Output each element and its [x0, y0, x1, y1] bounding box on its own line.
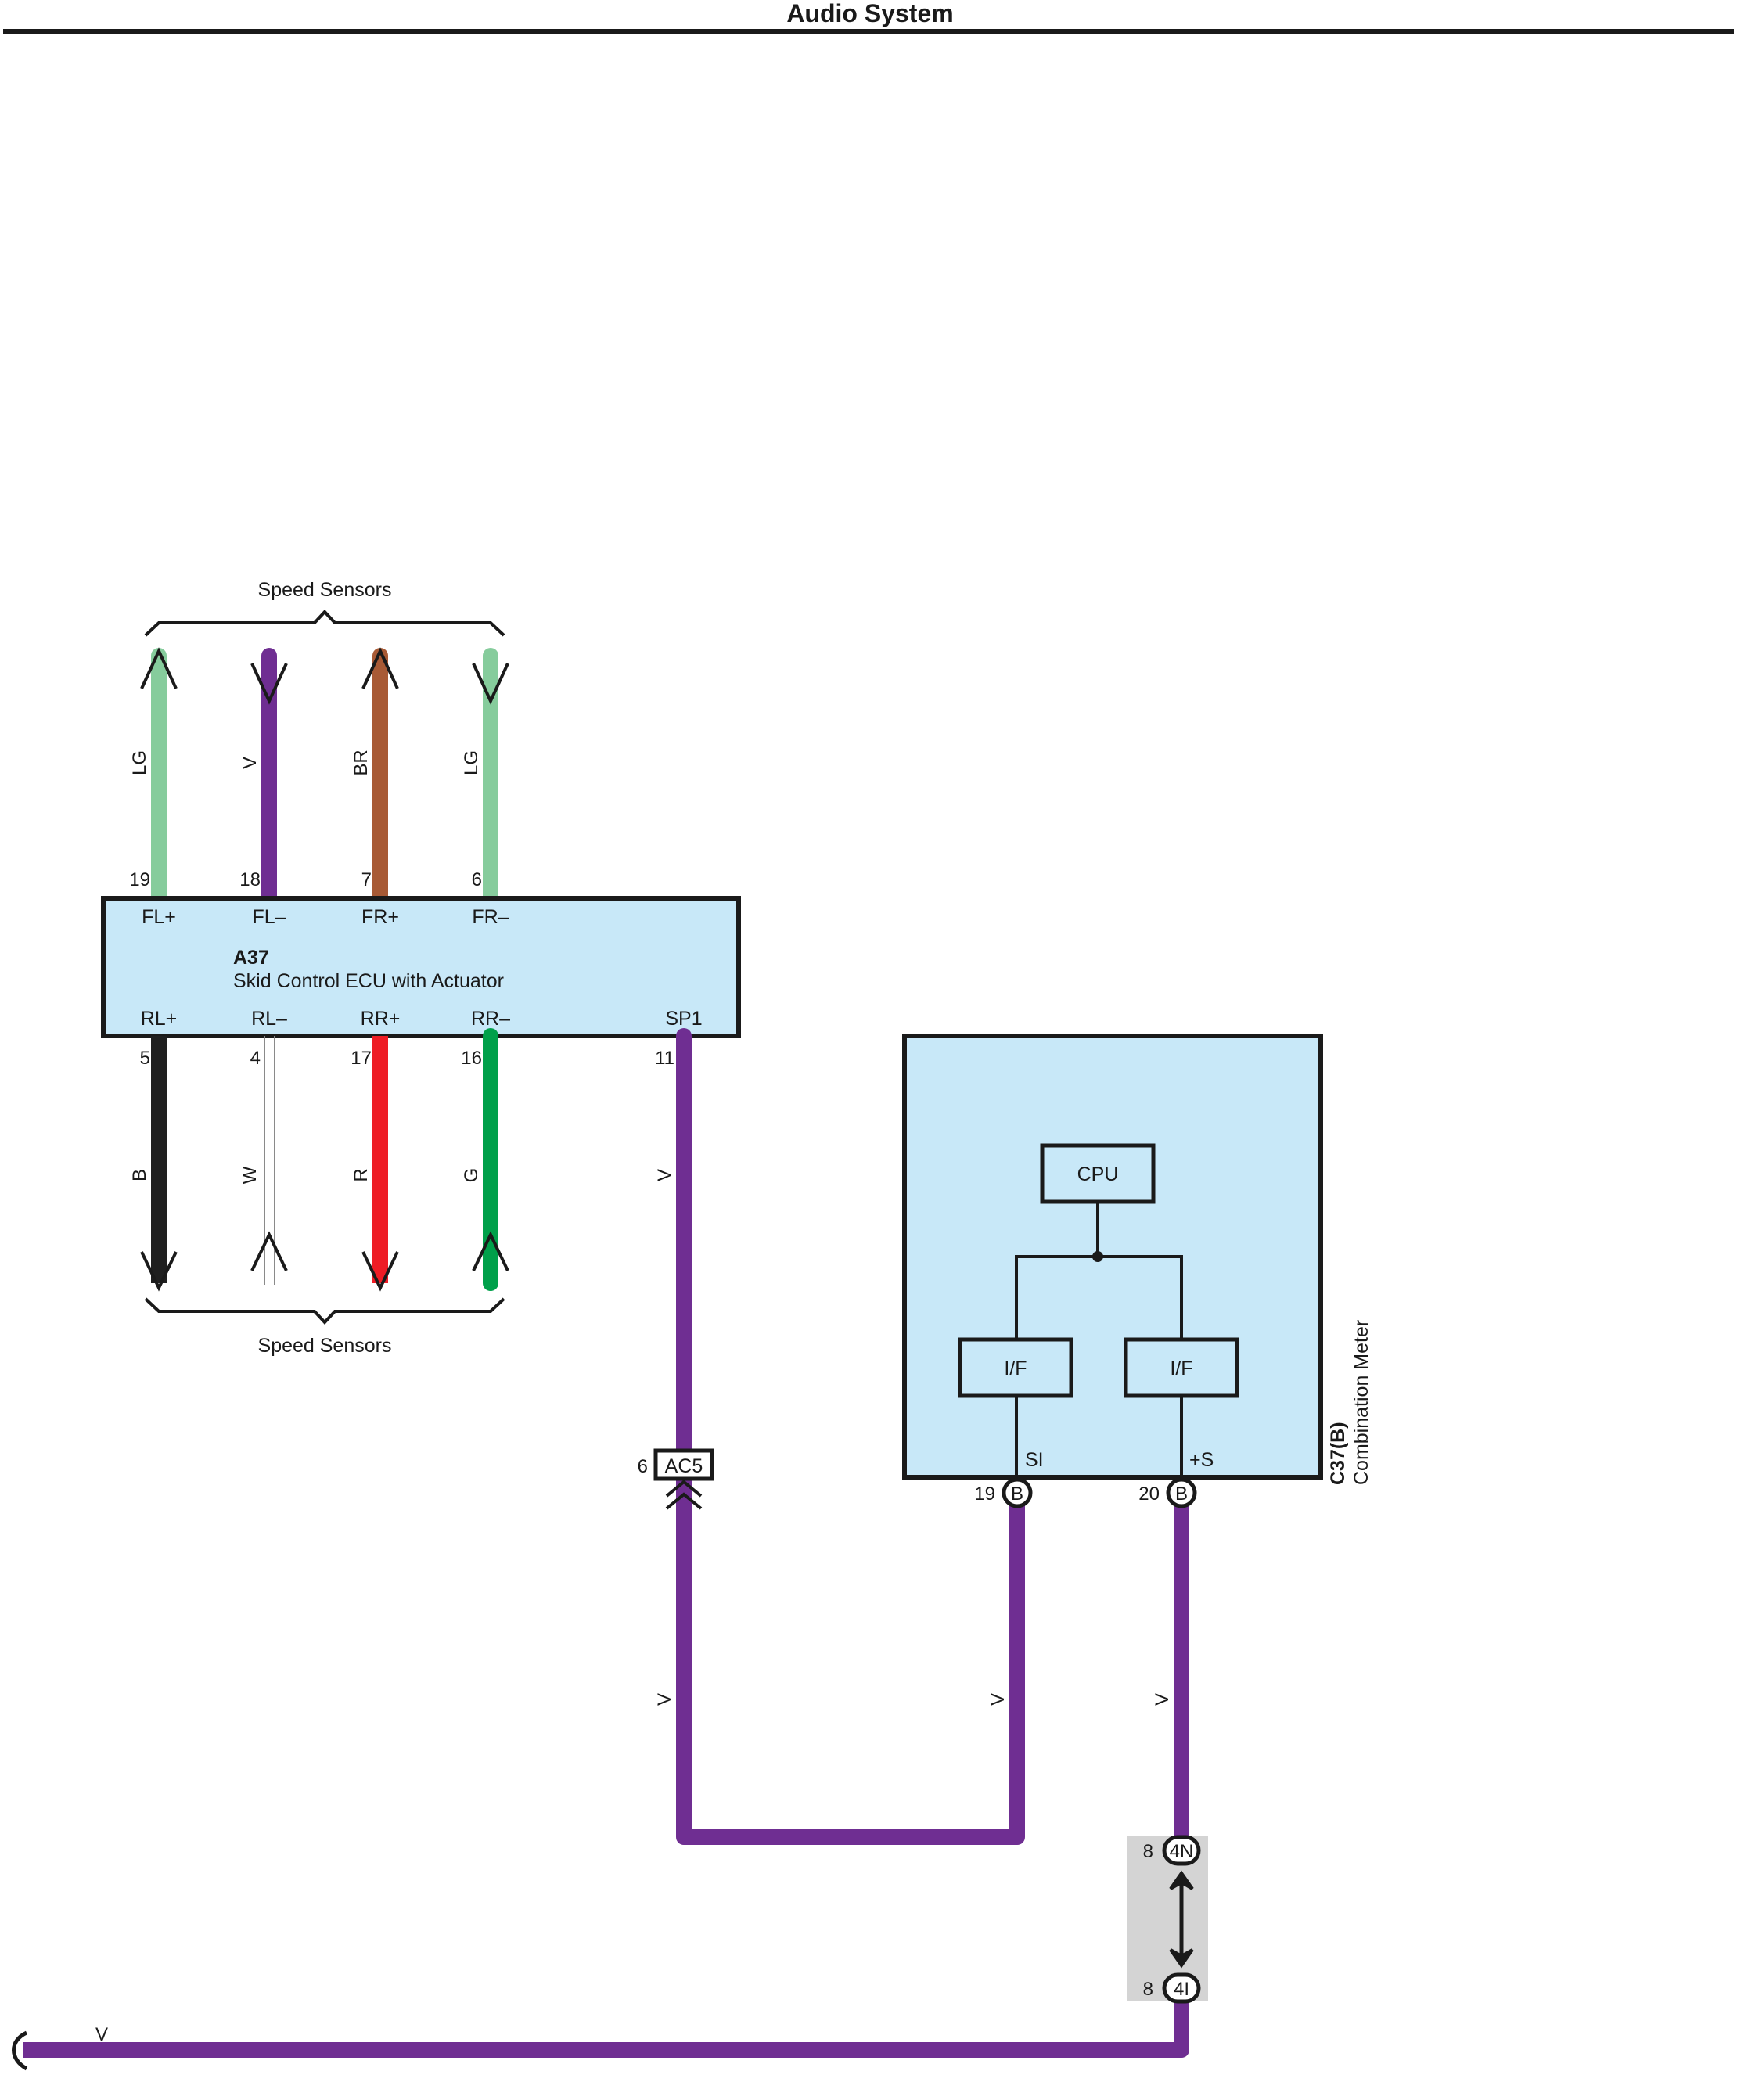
- ac5-label: AC5: [665, 1455, 703, 1477]
- terminal-s: +S: [1189, 1449, 1214, 1471]
- arrow-down-icon: [361, 1251, 399, 1292]
- junction-4i-label: 4I: [1174, 1979, 1189, 2000]
- pin-number: 20: [1138, 1483, 1160, 1505]
- top-group-label: Speed Sensors: [258, 579, 392, 601]
- connector-chevron-icon: [665, 1480, 703, 1498]
- connector-letter: B: [1175, 1483, 1188, 1505]
- page-title: Audio System: [786, 0, 953, 27]
- pin-number: 19: [974, 1483, 995, 1505]
- wire-color-label: BR: [351, 750, 372, 775]
- meter-name: Combination Meter: [1350, 1320, 1372, 1485]
- junction-4n-label: 4N: [1170, 1841, 1194, 1862]
- wire-plus-s: [23, 1502, 1189, 2058]
- ac5-connector: [653, 1448, 714, 1481]
- if-block-right: [1124, 1337, 1239, 1398]
- wire-sp1: [676, 1028, 1025, 1845]
- wire-color-label: G: [461, 1168, 482, 1183]
- connector-chevron-icon: [665, 1492, 703, 1510]
- pin-number: 17: [351, 1048, 372, 1069]
- wire-color-label: W: [239, 1166, 261, 1184]
- junction-4n: [1162, 1835, 1201, 1866]
- wire-color-label: V: [654, 1693, 675, 1706]
- wire-color-label: LG: [461, 750, 482, 775]
- pin-number: 4: [250, 1048, 261, 1069]
- wire-color-label: B: [129, 1169, 150, 1181]
- junction-block-mask: [1127, 1854, 1208, 1984]
- terminal-label: SP1: [665, 1008, 702, 1030]
- terminal-label: RL+: [141, 1008, 178, 1030]
- connector-letter: B: [1011, 1483, 1023, 1505]
- pin-number: 19: [129, 869, 150, 890]
- junction-arrow-up-icon: [1169, 1870, 1194, 1890]
- bottom-group-label: Speed Sensors: [258, 1335, 392, 1357]
- pin-number: 18: [239, 869, 261, 890]
- meter-pin-circle: [1166, 1477, 1197, 1508]
- arrow-down-icon: [140, 1251, 178, 1292]
- terminal-label: FR–: [472, 906, 509, 928]
- pin-number: 7: [361, 869, 372, 890]
- terminal-label: FL+: [142, 906, 176, 928]
- pin-number: 11: [655, 1048, 674, 1069]
- junction-4i-pin: 8: [1143, 1979, 1153, 2000]
- wire-color-label: LG: [129, 750, 150, 775]
- wire-color-label: V: [1152, 1693, 1173, 1706]
- terminal-label: FL–: [252, 906, 286, 928]
- wire-color-label: V: [95, 2024, 108, 2045]
- junction-arrow-down-icon: [1169, 1948, 1194, 1969]
- pin-number: 16: [461, 1048, 482, 1069]
- arrow-up-icon: [140, 647, 178, 689]
- arrow-up-icon: [472, 1231, 509, 1271]
- wire-color-label: R: [351, 1168, 372, 1181]
- top-brace: [144, 610, 505, 637]
- wire-color-label: V: [654, 1169, 675, 1181]
- meter-code: C37(B): [1327, 1422, 1349, 1485]
- junction-4n-pin: 8: [1143, 1841, 1153, 1862]
- bottom-sensor-wires: B W R G 5 4 17 16 11: [129, 1028, 674, 1292]
- junction-4i: [1162, 1972, 1201, 2004]
- wire-break-icon: [12, 2030, 28, 2071]
- pin-number: 6: [472, 869, 482, 890]
- terminal-label: RL–: [251, 1008, 287, 1030]
- ecu-box: [101, 896, 741, 1038]
- wire-color-label: V: [987, 1693, 1009, 1706]
- bottom-brace: [144, 1297, 505, 1325]
- top-sensor-wires: LG V BR LG 19 18 7 6: [129, 647, 509, 906]
- pin-number: 5: [140, 1048, 150, 1069]
- cpu-block: [1040, 1143, 1156, 1204]
- arrow-up-icon: [250, 1231, 288, 1271]
- cpu-label: CPU: [1077, 1163, 1119, 1185]
- bus-junction-dot: [1092, 1251, 1103, 1262]
- ecu-code: A37: [233, 947, 269, 969]
- terminal-label: RR–: [471, 1008, 510, 1030]
- meter-pin-circle: [1002, 1477, 1033, 1508]
- ac5-pin: 6: [638, 1456, 648, 1477]
- terminal-label: FR+: [361, 906, 399, 928]
- arrow-down-icon: [472, 663, 509, 705]
- if-label-left: I/F: [1004, 1357, 1027, 1379]
- ecu-name: Skid Control ECU with Actuator: [233, 970, 504, 992]
- wire-color-label: V: [239, 757, 261, 769]
- if-label-right: I/F: [1170, 1357, 1192, 1379]
- arrow-up-icon: [361, 647, 399, 689]
- terminal-si: SI: [1025, 1449, 1044, 1471]
- terminal-label: RR+: [361, 1008, 401, 1030]
- arrow-down-icon: [250, 663, 288, 705]
